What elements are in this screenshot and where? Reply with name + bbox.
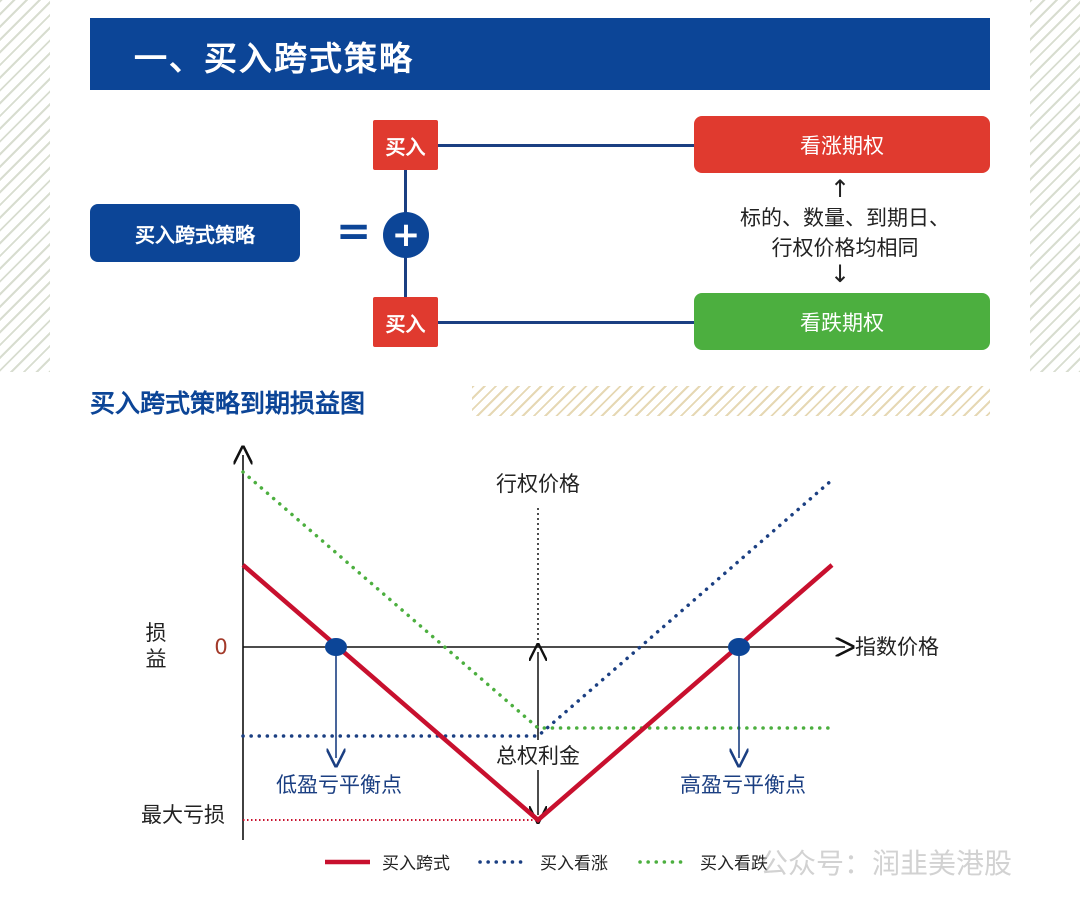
same-conditions-line2: 行权价格均相同 — [771, 236, 919, 260]
connector-bottom — [438, 321, 694, 324]
premium-label: 总权利金 — [496, 744, 580, 768]
legend-label-straddle: 买入跨式 — [382, 854, 450, 874]
y-axis-label-1: 损 — [146, 621, 167, 645]
high-breakeven-label: 高盈亏平衡点 — [680, 773, 806, 797]
page-title: 一、买入跨式策略 — [134, 39, 414, 78]
plus-icon: + — [383, 212, 429, 258]
put-option-box: 看跌期权 — [694, 293, 990, 350]
section-stripe-decoration — [472, 386, 990, 416]
buy-label-call: 买入 — [373, 120, 438, 170]
right-stripe-decoration — [1030, 0, 1080, 372]
high-breakeven-point — [728, 638, 750, 656]
low-breakeven-point — [325, 638, 347, 656]
legend-label-call: 买入看涨 — [540, 854, 608, 874]
strike-label: 行权价格 — [496, 472, 580, 496]
same-conditions-note: 标的、数量、到期日、 行权价格均相同 — [700, 203, 990, 263]
arrow-down-icon: ↓ — [830, 260, 851, 288]
zero-label: 0 — [214, 635, 227, 659]
same-conditions-line1: 标的、数量、到期日、 — [740, 206, 950, 230]
series-long-call-line — [241, 478, 834, 738]
low-breakeven-label: 低盈亏平衡点 — [276, 773, 402, 797]
legend-label-put: 买入看跌 — [700, 854, 768, 874]
y-axis-label-2: 益 — [146, 647, 167, 671]
strategy-label-box: 买入跨式策略 — [90, 204, 300, 262]
section-title: 买入跨式策略到期损益图 — [90, 389, 366, 418]
watermark: 公众号：润韭美港股 — [760, 847, 1013, 880]
x-axis-label: 指数价格 — [855, 635, 939, 659]
call-option-box: 看涨期权 — [694, 116, 990, 173]
connector-top — [438, 144, 694, 147]
buy-label-put: 买入 — [373, 297, 438, 347]
left-stripe-decoration — [0, 0, 50, 372]
max-loss-label: 最大亏损 — [141, 803, 225, 827]
series-long-put-line — [241, 470, 834, 730]
title-bar: 一、买入跨式策略 — [90, 18, 990, 90]
equals-sign: = — [336, 206, 372, 255]
arrow-up-icon: ↑ — [830, 175, 851, 203]
